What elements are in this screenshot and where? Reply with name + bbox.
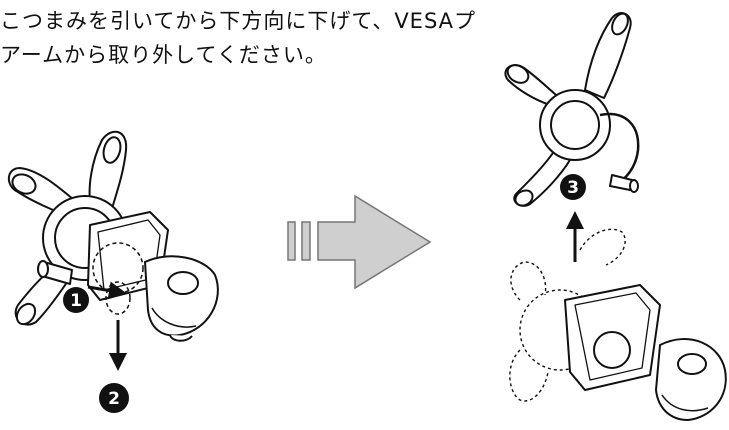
transition-arrow [287,194,432,290]
step-3-number: 3 [567,178,579,198]
instruction-line-1: こつまみを引いてから下方向に下げて、VESAプ [0,9,477,33]
step-3-indicator: 3 [560,174,586,262]
mounted-assembly-drawing [7,130,219,342]
step-1-indicator: 1 [63,281,127,313]
step-2-indicator: 2 [99,320,129,413]
step-1-number: 1 [70,291,82,311]
instruction-text: こつまみを引いてから下方向に下げて、VESAプ アームから取り外してください。 [0,4,560,72]
step-2-number: 2 [108,389,120,409]
instruction-line-2: アームから取り外してください。 [0,43,327,67]
arm-detached-drawing [504,12,640,207]
